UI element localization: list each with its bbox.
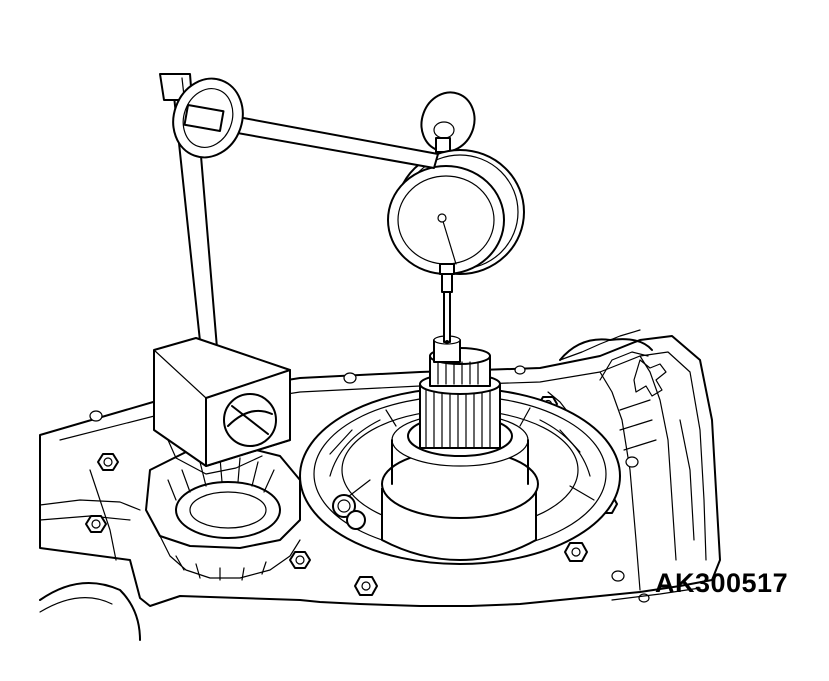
bolt: [290, 552, 310, 568]
differential-gear: [146, 446, 300, 580]
bolt: [565, 543, 587, 561]
bolt: [98, 454, 118, 470]
dial-indicator-plunger: [442, 268, 452, 344]
figure-code-label: AK300517: [655, 568, 789, 598]
dial-indicator: [388, 85, 524, 274]
magnetic-stand: [154, 69, 438, 474]
input-shaft: [420, 336, 500, 448]
case-right-detail: [600, 352, 700, 600]
bolt: [355, 577, 377, 595]
dowel-holes: [90, 366, 649, 602]
bolt: [86, 516, 106, 532]
